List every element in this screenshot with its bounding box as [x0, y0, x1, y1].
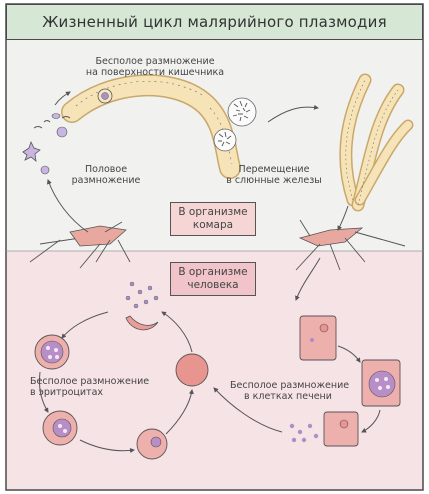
label-asexual-intestine: Бесполое размножение на поверхности кише… — [80, 56, 230, 78]
zone-mosquito: В организме комара — [170, 202, 256, 236]
zone-human: В организме человека — [170, 262, 256, 296]
title-banner: Жизненный цикл малярийного плазмодия — [6, 4, 423, 40]
label-sexual-reproduction: Половое размножение — [66, 164, 146, 186]
label-erythrocytes: Бесполое размножение в эритроцитах — [30, 376, 148, 398]
label-migration: Перемещение в слюнные железы — [222, 164, 326, 186]
diagram-title: Жизненный цикл малярийного плазмодия — [42, 13, 387, 31]
label-liver: Бесполое размножение в клетках печени — [230, 380, 346, 402]
